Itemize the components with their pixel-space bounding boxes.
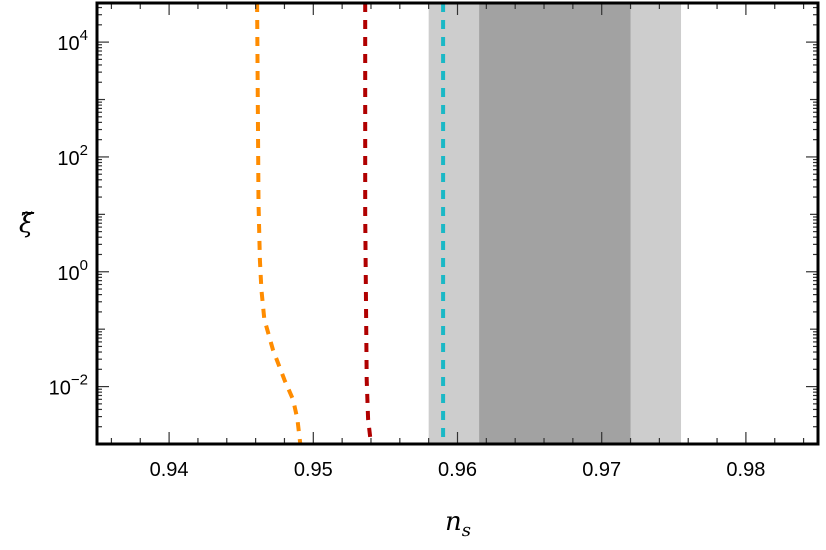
bands xyxy=(428,3,682,444)
y-axis-label: ξ̃ xyxy=(19,209,35,239)
series-line-1 xyxy=(363,3,373,445)
x-tick-label: 0.95 xyxy=(294,459,333,481)
y-tick-label: 102 xyxy=(57,142,88,170)
series-lines xyxy=(255,2,446,445)
series-line-0 xyxy=(255,2,303,445)
y-tick-label: 100 xyxy=(57,257,88,285)
x-axis-label: ns xyxy=(445,507,471,541)
x-tick-label: 0.97 xyxy=(582,459,621,481)
band-1 xyxy=(479,3,631,444)
x-tick-label: 0.96 xyxy=(438,459,477,481)
y-tick-label: 10−2 xyxy=(49,372,88,400)
plot-frame xyxy=(95,1,820,446)
y-tick-label: 104 xyxy=(57,27,88,55)
x-tick-labels: 0.94 0.95 0.96 0.97 0.98 xyxy=(150,459,766,481)
x-tick-label: 0.98 xyxy=(726,459,765,481)
y-tick-labels: 10−2 100 102 104 xyxy=(49,27,88,399)
x-tick-label: 0.94 xyxy=(150,459,189,481)
